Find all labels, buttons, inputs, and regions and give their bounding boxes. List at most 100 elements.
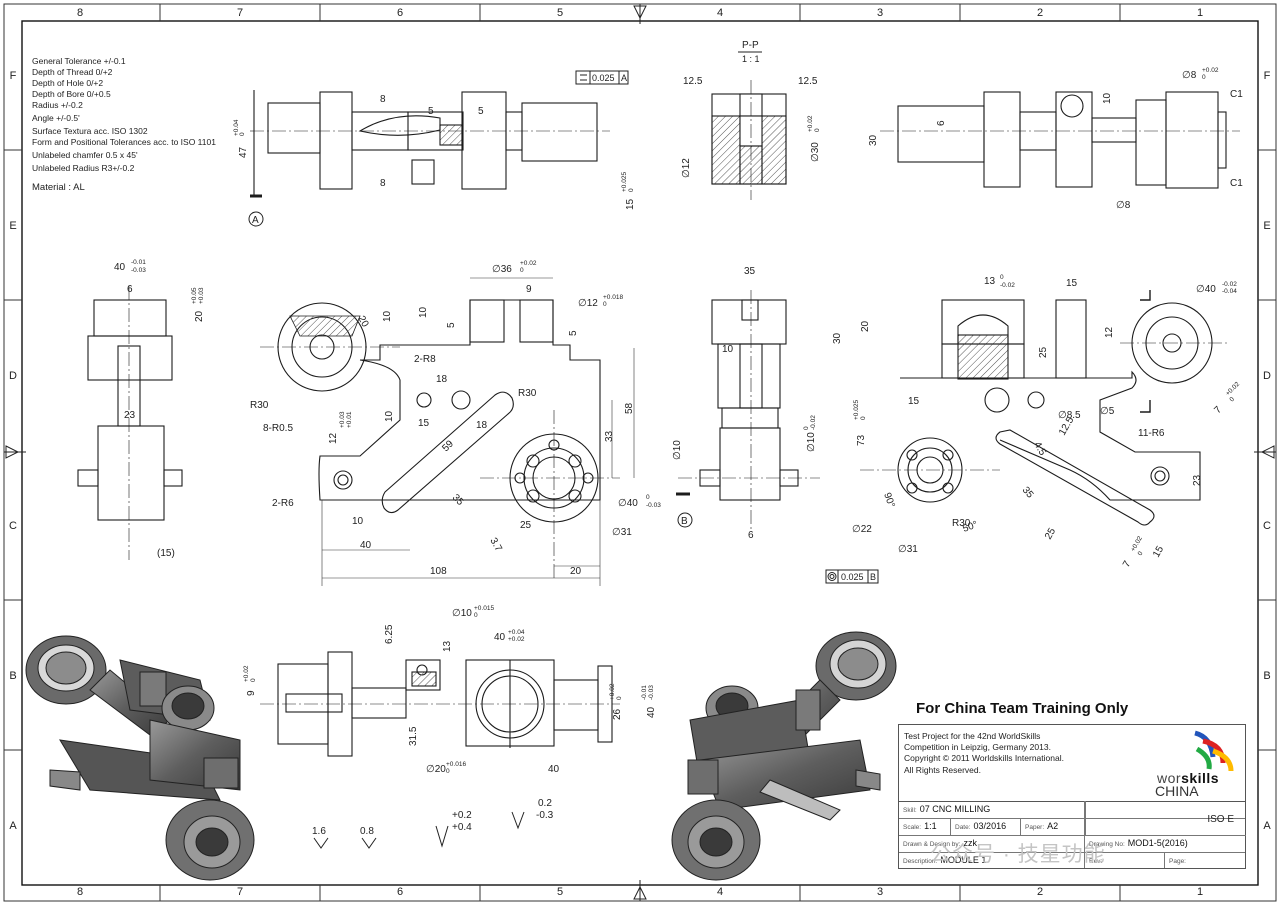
svg-text:+0.02: +0.02: [1224, 381, 1241, 398]
zone-row-left: F: [10, 70, 17, 82]
svg-text:11-R6: 11-R6: [1138, 428, 1165, 439]
isometric-part-left: [25, 635, 255, 881]
material-note: Material : AL: [32, 182, 85, 193]
svg-text:R30: R30: [518, 388, 537, 399]
svg-text:25: 25: [520, 520, 532, 531]
svg-text:0: 0: [1228, 396, 1236, 404]
svg-text:15: 15: [908, 396, 920, 407]
svg-text:+0.015: +0.015: [474, 605, 494, 612]
svg-text:4.5: 4.5: [1031, 440, 1048, 458]
isometric-part-right: [671, 631, 897, 881]
svg-text:B: B: [870, 572, 876, 582]
svg-text:0.025: 0.025: [841, 572, 864, 582]
datum-label: B: [681, 516, 688, 527]
skill-value: 07 CNC MILLING: [919, 804, 991, 814]
svg-text:-0.02: -0.02: [1000, 282, 1015, 289]
svg-text:+0.4: +0.4: [452, 822, 472, 833]
dims-middle-side: 35 10 ∅10 ∅10 0 -0.02 6: [672, 266, 817, 541]
section-title: P-P 1 : 1: [738, 40, 762, 64]
svg-text:10: 10: [352, 516, 364, 527]
svg-text:∅5: ∅5: [1100, 406, 1115, 417]
zone-row-right: D: [1263, 370, 1271, 382]
svg-text:35: 35: [744, 266, 756, 277]
svg-text:0.2: 0.2: [538, 798, 552, 809]
note-line: Depth of Hole 0/+2: [32, 78, 104, 88]
svg-text:1 : 1: 1 : 1: [742, 54, 760, 64]
svg-text:∅12: ∅12: [578, 298, 598, 309]
drawn-value: zzk: [963, 838, 977, 848]
svg-text:∅8: ∅8: [1116, 200, 1131, 211]
dim-text: 0: [239, 132, 246, 136]
dims-section: 12.5 12.5 ∅30 +0.02 0 ∅12: [681, 76, 821, 178]
svg-text:12: 12: [328, 432, 339, 444]
zone-row-right: C: [1263, 520, 1271, 532]
svg-text:30: 30: [832, 332, 843, 344]
svg-text:25: 25: [1038, 346, 1049, 358]
row-skill: Skill:07 CNC MILLING: [899, 801, 1245, 819]
zone-col-bottom: 4: [717, 886, 723, 898]
svg-text:∅10: ∅10: [672, 440, 683, 460]
row-drawn: Drawn & Design by:zzk Drawing No:MOD1-5(…: [899, 835, 1245, 853]
zone-col-bottom: 8: [77, 886, 83, 898]
svg-text:18: 18: [476, 420, 488, 431]
svg-text:+0.02: +0.02: [520, 260, 537, 267]
svg-text:9: 9: [526, 284, 532, 295]
svg-text:+0.03: +0.03: [339, 411, 346, 428]
dim-text: 8: [380, 94, 386, 105]
svg-text:10: 10: [722, 344, 734, 355]
view-top-left: [250, 90, 610, 198]
standard-value: ISO E: [1207, 814, 1234, 825]
zone-row-left: C: [9, 520, 17, 532]
svg-text:3.7: 3.7: [487, 536, 504, 554]
svg-text:10: 10: [1102, 92, 1113, 104]
paper-value: A2: [1047, 821, 1059, 831]
svg-text:∅20: ∅20: [426, 764, 446, 775]
svg-text:∅10: ∅10: [452, 608, 472, 619]
note-line: Surface Textura acc. ISO 1302: [32, 126, 148, 136]
zone-col-bottom: 5: [557, 886, 563, 898]
svg-text:40: 40: [360, 540, 372, 551]
training-banner: For China Team Training Only: [916, 700, 1129, 717]
svg-text:(15): (15): [157, 548, 175, 559]
svg-text:90°: 90°: [881, 491, 897, 509]
svg-text:0: 0: [1000, 274, 1004, 281]
project-line: Competition in Leipzig, Germany 2013.: [904, 742, 1051, 753]
svg-text:+0.04: +0.04: [508, 629, 525, 636]
svg-text:R30: R30: [250, 400, 269, 411]
scale-value: 1:1: [924, 821, 937, 831]
svg-text:A: A: [621, 73, 627, 83]
svg-text:∅36: ∅36: [492, 264, 512, 275]
zone-row-left: E: [9, 220, 16, 232]
svg-text:+0.02: +0.02: [508, 636, 525, 643]
svg-text:+0.03: +0.03: [198, 287, 205, 304]
svg-text:∅8.5: ∅8.5: [1058, 410, 1081, 421]
zone-row-left: B: [9, 670, 16, 682]
svg-text:40: 40: [646, 706, 657, 718]
svg-text:C1: C1: [1230, 89, 1243, 100]
svg-text:6: 6: [936, 120, 947, 126]
svg-text:15: 15: [1066, 278, 1078, 289]
svg-text:-0.01: -0.01: [131, 259, 146, 266]
zone-row-right: F: [1264, 70, 1271, 82]
view-front: [260, 299, 620, 580]
svg-text:∅40: ∅40: [618, 498, 638, 509]
svg-text:0: 0: [1202, 74, 1206, 81]
svg-text:20: 20: [860, 320, 871, 332]
svg-text:2-R6: 2-R6: [272, 498, 294, 509]
dim-text: +0.04: [233, 119, 240, 136]
svg-text:∅31: ∅31: [612, 527, 632, 538]
datum-b: B: [677, 512, 693, 528]
svg-text:35: 35: [450, 492, 466, 508]
svg-text:0: 0: [474, 612, 478, 619]
watermark: 公众号 · 技星功能: [930, 843, 1106, 866]
note-line: General Tolerance +/-0.1: [32, 56, 126, 66]
svg-text:1.6: 1.6: [312, 826, 326, 837]
svg-text:15: 15: [1151, 544, 1166, 560]
svg-text:12.5: 12.5: [798, 76, 818, 87]
svg-text:+0.016: +0.016: [446, 761, 466, 768]
dim-text: 0: [628, 188, 635, 192]
svg-text:C1: C1: [1230, 178, 1243, 189]
svg-text:35: 35: [1020, 485, 1036, 501]
view-left-side: [77, 286, 183, 560]
